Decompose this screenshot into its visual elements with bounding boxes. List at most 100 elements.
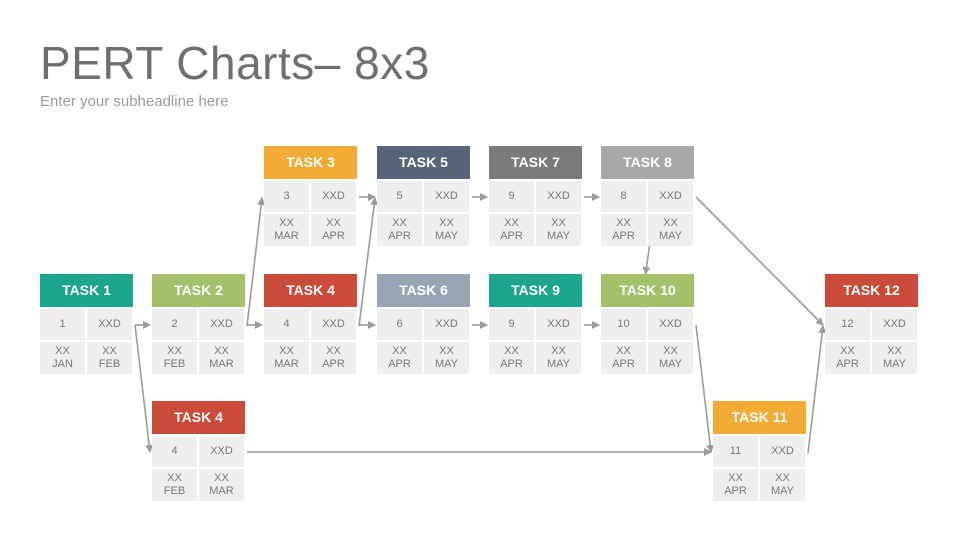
- task-start-month: MAR: [274, 230, 299, 242]
- task-number: 4: [264, 309, 309, 340]
- connector-t8-to-t10: [642, 245, 651, 275]
- task-start-month: APR: [612, 230, 635, 242]
- task-end-month: MAR: [209, 358, 234, 370]
- task-end-value: XX: [439, 217, 454, 229]
- task-start-value: XX: [616, 217, 631, 229]
- task-start-value: XX: [167, 472, 182, 484]
- connector-t11-to-t12: [807, 325, 827, 454]
- task-start-value: XX: [728, 472, 743, 484]
- task-start-value: XX: [279, 217, 294, 229]
- task-start-month: JAN: [52, 358, 73, 370]
- task-start-month: APR: [500, 230, 523, 242]
- task-end-value: XX: [551, 217, 566, 229]
- task-duration: XXD: [760, 436, 805, 467]
- task-start-value: XX: [504, 345, 519, 357]
- task-end-month: MAY: [658, 358, 683, 370]
- task-start-month: APR: [500, 358, 523, 370]
- task-end-value: XX: [551, 345, 566, 357]
- task-duration: XXD: [424, 309, 469, 340]
- task-header: TASK 6: [377, 274, 470, 307]
- task-header: TASK 9: [489, 274, 582, 307]
- task-duration: XXD: [311, 181, 356, 212]
- task-start-value: XX: [840, 345, 855, 357]
- task-end-month: FEB: [98, 358, 121, 370]
- task-duration: XXD: [648, 181, 693, 212]
- task-header: TASK 12: [825, 274, 918, 307]
- task-duration: XXD: [87, 309, 132, 340]
- task-end-value: XX: [214, 345, 229, 357]
- connector-t8-to-t12: [695, 196, 824, 326]
- task-number: 9: [489, 181, 534, 212]
- task-duration: XXD: [536, 309, 581, 340]
- task-number: 10: [601, 309, 646, 340]
- task-header: TASK 8: [601, 146, 694, 179]
- task-end-value: XX: [214, 472, 229, 484]
- task-end-value: XX: [775, 472, 790, 484]
- task-duration: XXD: [199, 309, 244, 340]
- task-header: TASK 1: [40, 274, 133, 307]
- connector-t1-to-t4b: [134, 324, 154, 453]
- task-header: TASK 7: [489, 146, 582, 179]
- task-start-value: XX: [392, 217, 407, 229]
- task-end-value: XX: [326, 345, 341, 357]
- task-duration: XXD: [424, 181, 469, 212]
- task-end-month: MAR: [209, 485, 234, 497]
- task-start-value: XX: [55, 345, 70, 357]
- task-start-month: APR: [724, 485, 747, 497]
- task-start-value: XX: [167, 345, 182, 357]
- task-duration: XXD: [311, 309, 356, 340]
- task-duration: XXD: [648, 309, 693, 340]
- task-end-month: APR: [322, 230, 345, 242]
- task-end-value: XX: [887, 345, 902, 357]
- connector-t2-to-t3: [246, 197, 266, 327]
- task-start-value: XX: [504, 217, 519, 229]
- task-number: 2: [152, 309, 197, 340]
- task-duration: XXD: [199, 436, 244, 467]
- task-number: 11: [713, 436, 758, 467]
- task-start-month: FEB: [163, 485, 186, 497]
- task-header: TASK 4: [152, 401, 245, 434]
- task-start-value: XX: [279, 345, 294, 357]
- task-end-month: MAY: [658, 230, 683, 242]
- page-title: PERT Charts– 8x3: [40, 37, 430, 89]
- connector-t10-to-t11: [695, 324, 715, 453]
- task-start-month: MAR: [274, 358, 299, 370]
- connector-t4a-to-t5: [358, 197, 379, 327]
- task-start-month: APR: [388, 230, 411, 242]
